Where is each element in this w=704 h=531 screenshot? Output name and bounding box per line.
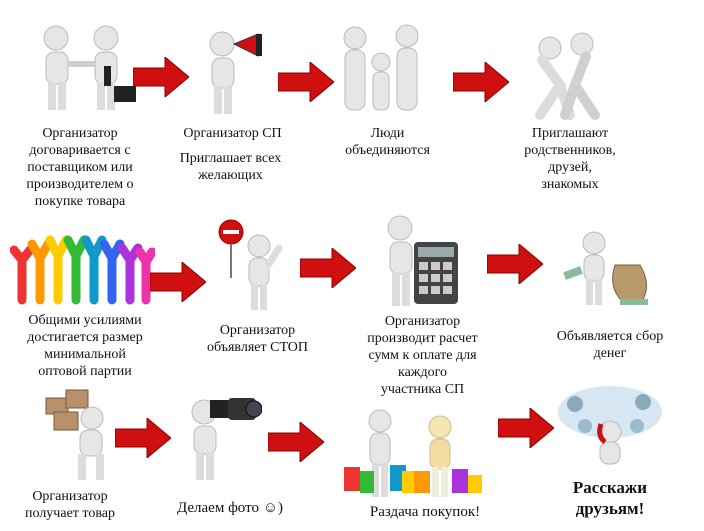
arrow-6 (487, 244, 543, 284)
step-8-figure (560, 225, 652, 310)
step-7-figure (378, 212, 466, 312)
arrow-4 (150, 262, 206, 302)
step-1-figure (18, 20, 138, 115)
money-bag-icon (563, 231, 648, 305)
step-2-caption: Организатор СП (183, 126, 282, 141)
arrow-7 (115, 418, 171, 458)
arrow-8 (268, 422, 324, 462)
camera-icon (191, 398, 262, 480)
step-5-caption: Общими усилиями достигается размер миним… (27, 313, 143, 379)
step-10-caption: Делаем фото ☺) (176, 500, 284, 516)
step-6-caption: Организатор объявляет СТОП (206, 323, 309, 355)
step-3-figure (335, 20, 430, 120)
arrow-2 (278, 62, 334, 102)
step-4-figure (520, 30, 615, 120)
step-8-caption: Объявляется сбор денег (556, 329, 664, 361)
step-3-caption: Люди объединяются (345, 126, 430, 158)
shopping-bags-icon (344, 409, 482, 497)
step-7-caption: Организатор производит расчет сумм к опл… (367, 314, 478, 397)
step-11-figure (340, 405, 490, 500)
step-5-figure (10, 230, 155, 305)
step-2-subcaption: Приглашает всех желающих (179, 151, 282, 183)
handshake-icon (43, 25, 136, 110)
step-11-caption: Раздача покупок! (369, 504, 481, 520)
step-2-figure (200, 28, 270, 116)
arrow-9 (498, 408, 554, 448)
crowd-icon (10, 235, 155, 305)
hugging-icon (535, 32, 600, 120)
group-icon (343, 24, 419, 111)
step-12-figure (555, 382, 665, 467)
step-12-caption: Расскажи друзьям! (572, 478, 648, 518)
calculator-icon (387, 215, 458, 306)
phone-icon (558, 386, 662, 465)
arrow-5 (300, 248, 356, 288)
boxes-icon (45, 389, 104, 480)
arrow-1 (133, 57, 189, 97)
step-9-figure (40, 388, 120, 483)
step-10-figure (182, 388, 262, 483)
step-1-caption: Организатор договаривается с поставщиком… (26, 126, 134, 209)
step-6-figure (215, 218, 290, 313)
step-9-caption: Организатор получает товар (25, 489, 115, 521)
arrow-3 (453, 62, 509, 102)
step-4-caption: Приглашают родственников, друзей, знаком… (524, 126, 616, 192)
stop-sign-icon (218, 219, 283, 310)
megaphone-icon (209, 31, 262, 114)
